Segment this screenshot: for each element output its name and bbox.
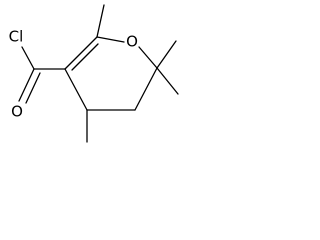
bond-ring-o-c6 bbox=[138, 46, 158, 69]
bond-ring-c6-c5 bbox=[134, 67, 158, 111]
bond-ring-c1-c2-double bbox=[71, 43, 99, 71]
structure-svg: Cl O O bbox=[9, 4, 179, 143]
bond-methyl-c6-a bbox=[156, 40, 177, 69]
chlorine-atom-label: Cl bbox=[9, 28, 24, 46]
bond-carbonyl-o-double-b bbox=[25, 72, 41, 104]
bond-ring-c4-c3 bbox=[64, 68, 88, 111]
bond-ring-c1-c2 bbox=[64, 36, 98, 70]
bond-carbonyl-cl bbox=[21, 46, 35, 70]
bond-carbonyl-o-double-a bbox=[18, 68, 35, 102]
molecule-diagram: Cl O O bbox=[0, 0, 188, 145]
bond-methyl-c6-b bbox=[156, 67, 179, 95]
ring-oxygen-atom-label: O bbox=[126, 33, 138, 51]
bond-methyl-c2 bbox=[96, 4, 105, 38]
carbonyl-oxygen-atom-label: O bbox=[11, 103, 23, 121]
bond-ring-c2-o bbox=[96, 36, 125, 43]
